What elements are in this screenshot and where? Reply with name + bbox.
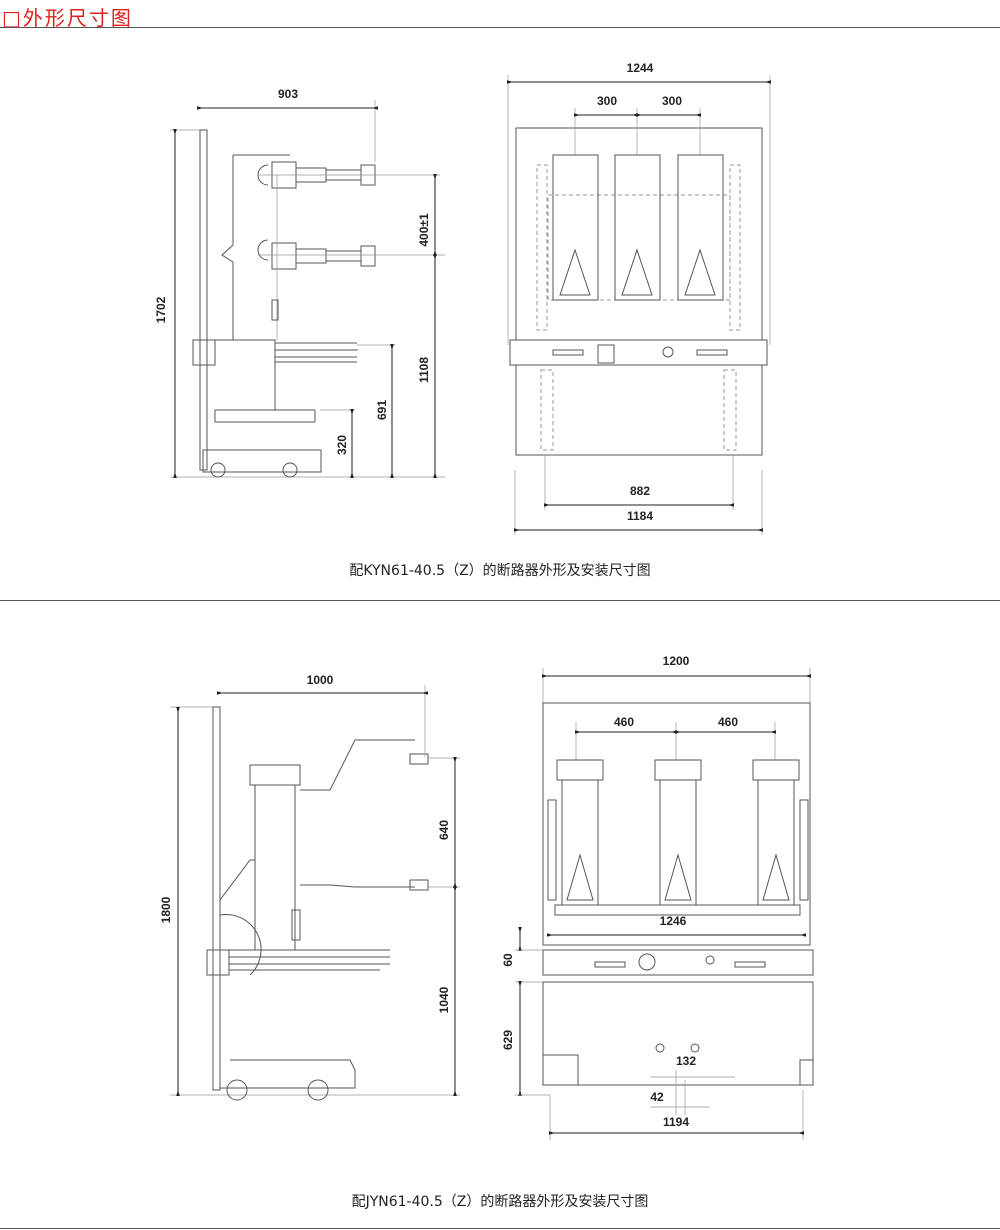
dim-label: 320 [335,435,349,455]
dim-label: 1040 [437,986,451,1013]
section-title: □外形尺寸图 [2,6,133,30]
divider [0,27,1000,28]
dim-label: 132 [676,1054,696,1068]
dim-label: 882 [630,484,650,498]
fig2-side-view: 1000 1800 640 1040 [159,673,460,1101]
dim-label: 460 [614,715,634,729]
dim-label: 640 [437,820,451,840]
dim-label: 400±1 [417,213,431,247]
figure1-caption: 配KYN61-40.5（Z）的断路器外形及安装尺寸图 [349,563,651,579]
dim-label: 42 [650,1090,664,1104]
dim-label: 629 [501,1030,515,1050]
dim-label: 903 [278,87,298,101]
dim-label: 1800 [159,896,173,923]
dim-label: 1194 [663,1115,689,1129]
dim-label: 691 [375,400,389,420]
dim-label: 1000 [307,673,334,687]
dim-label: 60 [501,953,515,967]
fig2-front-view: 1200 460 460 1246 60 629 132 42 1194 [501,654,814,1140]
dim-label: 460 [718,715,738,729]
divider [0,1228,1000,1229]
dim-label: 1184 [627,509,653,523]
fig1-side-view: 903 1702 400±1 1108 691 320 [154,87,445,478]
figure2-caption: 配JYN61-40.5（Z）的断路器外形及安装尺寸图 [351,1194,649,1210]
dim-label: 1108 [417,357,431,383]
dim-label: 1702 [154,296,168,323]
dim-label: 300 [597,94,617,108]
dim-label: 1246 [660,914,687,928]
divider [0,600,1000,601]
dim-label: 1244 [627,61,654,75]
dim-label: 300 [662,94,682,108]
dim-label: 1200 [663,654,690,668]
fig1-front-view: 1244 300 300 882 1184 [507,61,771,535]
